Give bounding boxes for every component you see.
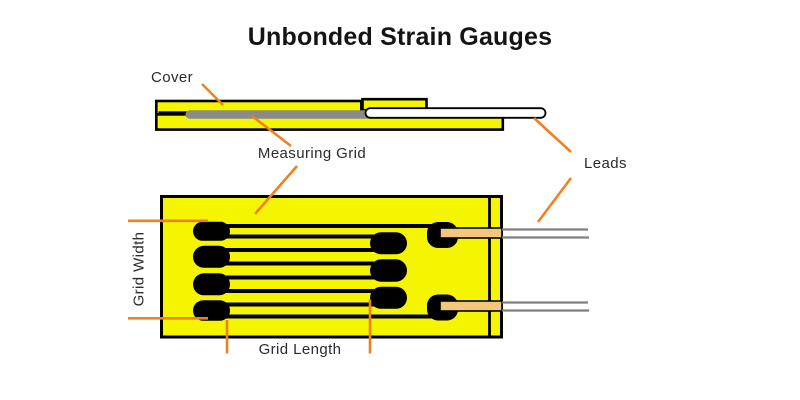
cover-label: Cover (151, 69, 194, 86)
leads-leader-down (536, 177, 573, 223)
grid-right-turn-2 (370, 259, 407, 282)
grid-left-turn-4 (193, 300, 230, 321)
side-view-measuring-grid-strip (185, 110, 372, 119)
cover-leader-line (201, 83, 224, 106)
leader-lines (128, 83, 573, 354)
diagram-title: Unbonded Strain Gauges (247, 23, 553, 51)
grid-left-turn-2 (193, 245, 230, 268)
grid-length-label: Grid Length (258, 341, 342, 358)
grid-right-turn-1 (370, 232, 407, 255)
measuring-grid-leader-up (251, 114, 292, 148)
top-view (160, 195, 589, 339)
leads-label: Leads (584, 155, 627, 172)
side-view-gap-line (158, 111, 187, 116)
side-view-lead-shape (364, 107, 547, 119)
measuring-grid-leader-down (254, 165, 298, 215)
grid-left-turn-1 (193, 221, 230, 241)
leads-leader-up (533, 117, 572, 153)
grid-width-label: Grid Width (130, 231, 148, 307)
lead-bar-bottom (439, 300, 503, 312)
lead-bar-top (439, 227, 503, 239)
side-view (155, 97, 547, 131)
grid-right-turn-3 (370, 286, 407, 309)
measuring-grid-label: Measuring Grid (257, 145, 367, 162)
grid-left-turn-3 (193, 273, 230, 296)
